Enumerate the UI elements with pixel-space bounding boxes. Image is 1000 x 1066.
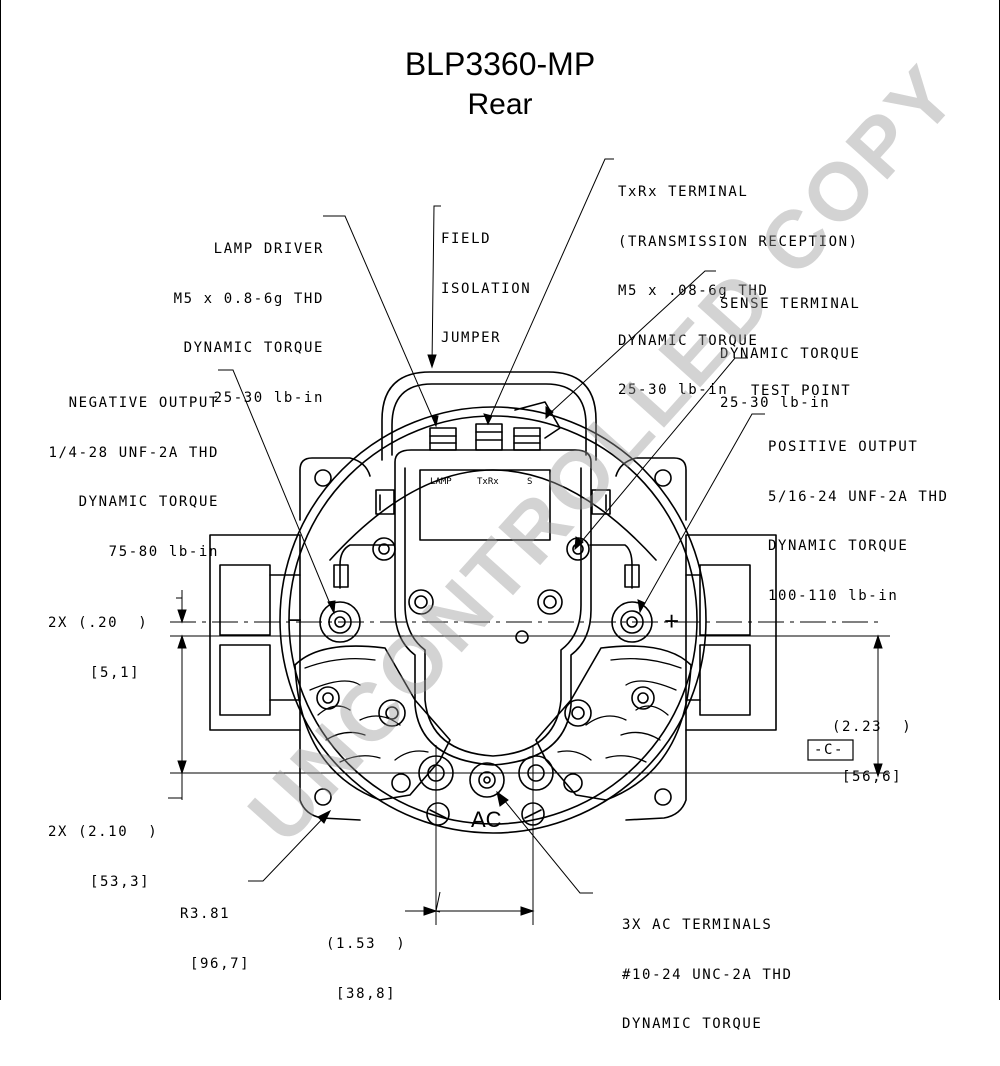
ac-terminal-center xyxy=(469,762,505,798)
minus-mark: − xyxy=(288,607,303,634)
left-vent-slots xyxy=(304,658,429,763)
left-diode-3 xyxy=(391,773,411,793)
plus-mark: + xyxy=(664,606,680,636)
drawing-title: BLP3360-MP xyxy=(404,46,596,82)
regulator-label-plate xyxy=(419,469,551,541)
right-diode-3 xyxy=(563,773,583,793)
right-vent-area xyxy=(535,645,692,801)
drawing-subtitle: Rear xyxy=(467,88,533,121)
radius-dimension: R3.81 [96,7] xyxy=(180,906,251,972)
lamp-driver-note: LAMP DRIVER M5 x 0.8-6g THD DYNAMIC TORQ… xyxy=(173,241,324,406)
sense-clip xyxy=(514,401,561,439)
sense-terminal-note: SENSE TERMINAL DYNAMIC TORQUE 25-30 lb-i… xyxy=(720,296,861,411)
txrx-terminal-bolt xyxy=(475,423,503,451)
ac-mark: AC xyxy=(471,807,502,832)
datum-box xyxy=(807,739,854,761)
negative-output-note: NEGATIVE OUTPUT 1/4-28 UNF-2A THD DYNAMI… xyxy=(48,395,219,560)
foot-hole-left xyxy=(314,788,332,806)
housing-inner-circle xyxy=(288,415,698,825)
right-bottom-foot xyxy=(625,729,687,821)
sense-terminal-bolt xyxy=(513,427,541,451)
left-diode-2 xyxy=(378,699,406,727)
left-side-blocks xyxy=(209,534,301,731)
ac-terminals-note: 3X AC TERMINALS #10-24 UNC-2A THD DYNAMI… xyxy=(622,917,793,1032)
field-isolation-note: FIELD ISOLATION JUMPER xyxy=(441,231,532,346)
left-mounting-ear xyxy=(299,457,371,521)
regulator-pin-hole xyxy=(515,630,529,644)
txrx-mark: TxRx xyxy=(477,477,499,487)
dimension-lines xyxy=(177,590,883,916)
alternator-drawing xyxy=(168,158,890,925)
ear-hole-top-left xyxy=(314,469,332,487)
center-lines xyxy=(170,621,890,925)
regulator-left-stud xyxy=(372,489,396,561)
regulator-screw-left xyxy=(408,589,434,615)
foot-hole-right xyxy=(654,788,672,806)
ac-screw-left xyxy=(426,802,450,826)
positive-output-note: POSITIVE OUTPUT 5/16-24 UNF-2A THD DYNAM… xyxy=(768,439,949,604)
ear-hole-top-right xyxy=(654,469,672,487)
regulator-body xyxy=(394,449,592,766)
right-side-blocks xyxy=(685,534,777,731)
dimension-153: (1.53 ) [38,8] xyxy=(326,936,407,1002)
right-vent-slots xyxy=(557,658,682,763)
sense-mark: S xyxy=(527,477,533,487)
test-point-note: TEST POINT xyxy=(751,383,852,399)
lamp-mark: LAMP xyxy=(430,477,452,487)
dimension-223: (2.23 ) [56,6] xyxy=(832,719,913,785)
left-diode-1 xyxy=(316,686,340,710)
right-diode-1 xyxy=(631,686,655,710)
dimension-020: 2X (.20 ) [5,1] xyxy=(48,615,149,681)
right-diode-2 xyxy=(564,699,592,727)
left-vent-area xyxy=(294,645,451,801)
txrx-terminal-note: TxRx TERMINAL (TRANSMISSION RECEPTION) M… xyxy=(618,184,859,398)
right-mounting-ear xyxy=(615,457,687,521)
datum-label: -C- xyxy=(814,742,845,758)
left-frame-line xyxy=(0,0,1,1000)
housing-outer-circle xyxy=(279,406,707,834)
drawing-sheet: BLP3360-MP Rear LAMP DRIVER M5 x 0.8-6g … xyxy=(0,0,1000,1032)
lamp-terminal-bolt xyxy=(429,427,457,451)
leader-lines xyxy=(168,158,765,894)
regulator-screw-right xyxy=(537,589,563,615)
dimension-210: 2X (2.10 ) [53,3] xyxy=(48,824,159,890)
field-jumper-loop xyxy=(381,371,597,461)
